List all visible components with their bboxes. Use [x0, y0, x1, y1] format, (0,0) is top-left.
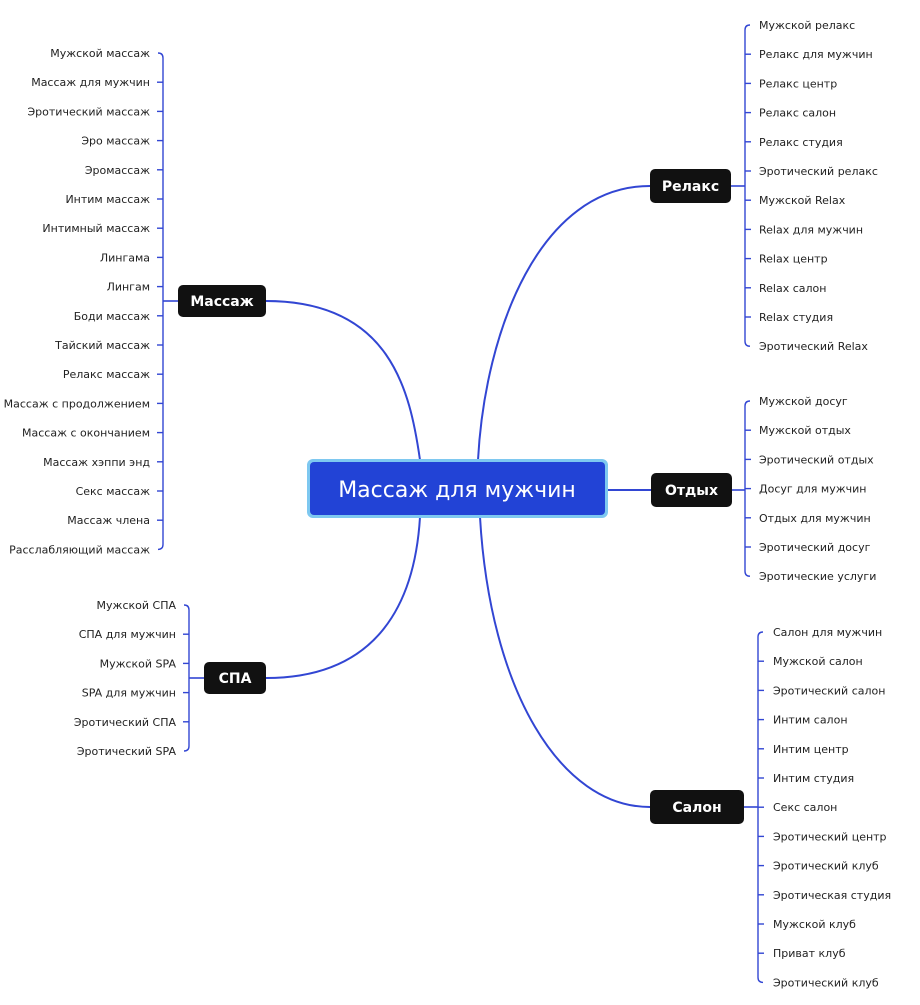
- leaf-spa[interactable]: Мужской СПА: [97, 599, 177, 612]
- leaf-relax[interactable]: Релакс для мужчин: [759, 48, 873, 61]
- leaf-relax[interactable]: Мужской релакс: [759, 19, 855, 32]
- leaf-salon[interactable]: Секс салон: [773, 801, 837, 814]
- branch-node-spa[interactable]: СПА: [204, 662, 266, 694]
- leaf-salon[interactable]: Мужской салон: [773, 655, 863, 668]
- leaf-massage[interactable]: Расслабляющий массаж: [9, 543, 150, 556]
- leaf-salon[interactable]: Интим центр: [773, 743, 849, 756]
- branch-label: Релакс: [662, 179, 719, 195]
- branch-box: [650, 790, 744, 824]
- bracket-massage: [157, 52, 164, 551]
- branch-box: [650, 169, 731, 203]
- leaf-spa[interactable]: Мужской SPA: [100, 657, 177, 670]
- branch-label: Отдых: [665, 483, 718, 499]
- branch-label: Массаж: [190, 294, 253, 310]
- leaf-salon[interactable]: Интим студия: [773, 772, 854, 785]
- leaf-rest[interactable]: Досуг для мужчин: [759, 483, 866, 496]
- leaf-relax[interactable]: Релакс центр: [759, 77, 837, 90]
- leaf-relax[interactable]: Мужской Relax: [759, 194, 846, 207]
- leaf-spa[interactable]: Эротический SPA: [77, 745, 177, 758]
- branch-node-rest[interactable]: Отдых: [651, 473, 732, 507]
- leaf-salon[interactable]: Эротический клуб: [773, 976, 879, 989]
- connector-spa: [265, 516, 421, 679]
- leaf-massage[interactable]: Боди массаж: [74, 310, 150, 323]
- leaf-massage[interactable]: Массаж члена: [67, 514, 150, 527]
- leaf-massage[interactable]: Эротический массаж: [28, 105, 151, 118]
- leaf-relax[interactable]: Релакс студия: [759, 136, 843, 149]
- leaf-salon[interactable]: Эротический салон: [773, 684, 885, 697]
- leaf-massage[interactable]: Лингам: [107, 281, 150, 294]
- root-label: Массаж для мужчин: [338, 478, 576, 503]
- leaf-spa[interactable]: SPA для мужчин: [82, 687, 176, 700]
- connector-massage: [265, 300, 421, 461]
- leaf-massage[interactable]: Секс массаж: [76, 485, 151, 498]
- leaf-salon[interactable]: Приват клуб: [773, 947, 846, 960]
- connector-relax: [477, 185, 651, 461]
- leaf-massage[interactable]: Эромассаж: [85, 164, 150, 177]
- branch-node-salon[interactable]: Салон: [650, 790, 744, 824]
- leaf-rest[interactable]: Отдых для мужчин: [759, 512, 871, 525]
- leaf-relax[interactable]: Relax центр: [759, 253, 828, 266]
- root-node[interactable]: Массаж для мужчин: [307, 459, 608, 518]
- branch-box: [651, 473, 732, 507]
- branch-label: Салон: [672, 800, 721, 816]
- leaf-massage[interactable]: Тайский массаж: [54, 339, 150, 352]
- leaf-salon[interactable]: Эротическая студия: [773, 889, 891, 902]
- leaf-salon[interactable]: Эротический клуб: [773, 860, 879, 873]
- leaf-spa[interactable]: СПА для мужчин: [79, 628, 176, 641]
- leaf-salon[interactable]: Мужской клуб: [773, 918, 856, 931]
- branch-label: СПА: [219, 671, 252, 687]
- leaf-relax[interactable]: Relax салон: [759, 282, 826, 295]
- leaf-massage[interactable]: Массаж с окончанием: [22, 427, 150, 440]
- leaf-relax[interactable]: Relax студия: [759, 311, 833, 324]
- leaf-massage[interactable]: Лингама: [100, 251, 150, 264]
- leaf-salon[interactable]: Салон для мужчин: [773, 626, 882, 639]
- leaf-rest[interactable]: Эротические услуги: [759, 570, 876, 583]
- branch-box: [204, 662, 266, 694]
- leaf-massage[interactable]: Релакс массаж: [63, 368, 150, 381]
- branch-box: [178, 285, 266, 317]
- bracket-spa: [183, 604, 190, 752]
- leaf-relax[interactable]: Эротический релакс: [759, 165, 878, 178]
- leaf-rest[interactable]: Эротический отдых: [759, 453, 874, 466]
- leaf-salon[interactable]: Эротический центр: [773, 830, 887, 843]
- leaf-relax[interactable]: Relax для мужчин: [759, 223, 863, 236]
- leaf-relax[interactable]: Релакс салон: [759, 107, 836, 120]
- leaf-rest[interactable]: Мужской отдых: [759, 424, 851, 437]
- leaf-massage[interactable]: Мужской массаж: [50, 47, 150, 60]
- leaf-massage[interactable]: Массаж для мужчин: [31, 76, 150, 89]
- leaf-rest[interactable]: Мужской досуг: [759, 395, 848, 408]
- brackets: [157, 24, 764, 984]
- connectors: [265, 185, 651, 808]
- connector-salon: [479, 516, 651, 808]
- branch-node-massage[interactable]: Массаж: [178, 285, 266, 317]
- leaf-massage[interactable]: Эро массаж: [81, 135, 150, 148]
- leaf-massage[interactable]: Интимный массаж: [42, 222, 150, 235]
- leaf-rest[interactable]: Эротический досуг: [759, 541, 871, 554]
- leaf-massage[interactable]: Массаж с продолжением: [4, 397, 150, 410]
- branch-node-relax[interactable]: Релакс: [650, 169, 731, 203]
- leaf-salon[interactable]: Интим салон: [773, 714, 848, 727]
- leaf-massage[interactable]: Интим массаж: [65, 193, 150, 206]
- bracket-relax: [744, 24, 751, 347]
- leaf-spa[interactable]: Эротический СПА: [74, 716, 177, 729]
- leaf-massage[interactable]: Массаж хэппи энд: [43, 456, 150, 469]
- leaf-relax[interactable]: Эротический Relax: [759, 340, 868, 353]
